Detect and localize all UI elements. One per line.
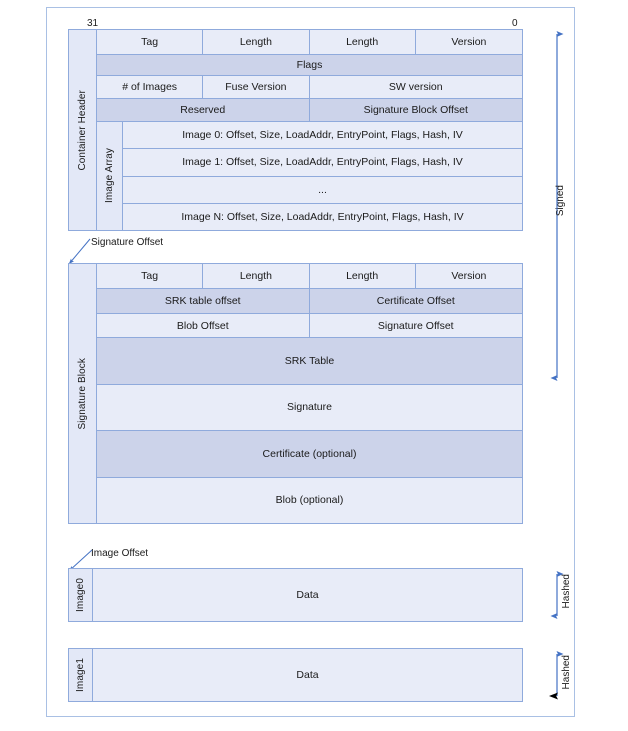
container-header-block: Container Header Tag Length Length Versi… (68, 29, 523, 231)
image0-block: Image0 Data (68, 568, 523, 622)
sig-cell-version: Version (415, 264, 522, 288)
sig-cell-signature-offset: Signature Offset (309, 314, 522, 337)
table-row: Certificate (optional) (97, 431, 522, 478)
image1-block: Image1 Data (68, 648, 523, 702)
cell-fuse-version: Fuse Version (203, 76, 310, 98)
table-row: SRK table offset Certificate Offset (97, 289, 522, 314)
cell-reserved: Reserved (97, 99, 310, 121)
diagram-outer-frame (46, 7, 575, 717)
sig-cell-certificate: Certificate (optional) (97, 431, 522, 477)
image0-side-label: Image0 (69, 569, 93, 621)
signature-offset-leader-line (68, 238, 91, 265)
hashed-image0-dimension-label: Hashed (561, 574, 572, 609)
signed-dimension-arrow (550, 31, 564, 381)
table-row: Reserved Signature Block Offset (97, 99, 522, 121)
image1-side-label-text: Image1 (75, 658, 86, 692)
image-array-rows: Image 0: Offset, Size, LoadAddr, EntryPo… (123, 122, 522, 230)
cell-image-entry-1: Image 1: Offset, Size, LoadAddr, EntryPo… (123, 149, 522, 176)
cell-image-entry-ellipsis: ... (123, 176, 522, 203)
image1-data-cell: Data (93, 649, 522, 701)
hashed-image0-dimension-arrow (550, 571, 564, 619)
hashed-image1-dimension-arrow (549, 651, 564, 700)
table-row: Image N: Offset, Size, LoadAddr, EntryPo… (123, 203, 522, 230)
sig-cell-length-hi: Length (203, 264, 310, 288)
image-offset-callout-label: Image Offset (91, 548, 149, 559)
signature-block-side-label: Signature Block (69, 264, 97, 523)
table-row: Tag Length Length Version (97, 30, 522, 55)
cell-length-hi: Length (203, 30, 310, 54)
image0-rows: Data (93, 569, 522, 621)
sig-cell-length-lo: Length (309, 264, 416, 288)
table-row: Image 0: Offset, Size, LoadAddr, EntryPo… (123, 122, 522, 150)
sig-cell-certificate-offset: Certificate Offset (309, 289, 522, 313)
table-row: Flags (97, 55, 522, 76)
signed-dimension-label: Signed (555, 185, 566, 217)
container-header-rows: Tag Length Length Version Flags # of Ima… (97, 30, 522, 230)
table-row: Blob Offset Signature Offset (97, 314, 522, 338)
cell-image-entry-0: Image 0: Offset, Size, LoadAddr, EntryPo… (123, 122, 522, 149)
sig-cell-srk-table-offset: SRK table offset (97, 289, 310, 313)
cell-image-entry-n: Image N: Offset, Size, LoadAddr, EntryPo… (123, 203, 522, 230)
image-array-side-label: Image Array (97, 122, 123, 230)
image-offset-leader-line (68, 549, 93, 572)
sig-cell-tag: Tag (97, 264, 204, 288)
signature-block-rows: Tag Length Length Version SRK table offs… (97, 264, 522, 523)
cell-num-images: # of Images (97, 76, 204, 98)
image-array-side-label-text: Image Array (104, 148, 115, 204)
container-header-side-label-text: Container Header (77, 89, 88, 171)
table-row: Signature (97, 384, 522, 431)
signature-offset-callout-label: Signature Offset (91, 237, 164, 248)
table-row: Blob (optional) (97, 477, 522, 523)
sig-cell-srk-table: SRK Table (97, 338, 522, 384)
sig-cell-blob-offset: Blob Offset (97, 314, 310, 337)
sig-cell-blob: Blob (optional) (97, 477, 522, 523)
image-array-block: Image Array Image 0: Offset, Size, LoadA… (97, 121, 522, 230)
table-row: # of Images Fuse Version SW version (97, 76, 522, 99)
table-row: Data (93, 569, 522, 621)
image0-data-cell: Data (93, 569, 522, 621)
table-row: SRK Table (97, 338, 522, 385)
cell-length-lo: Length (309, 30, 416, 54)
image1-side-label: Image1 (69, 649, 93, 701)
table-row: Tag Length Length Version (97, 264, 522, 289)
bit-index-msb: 31 (87, 18, 99, 29)
image1-rows: Data (93, 649, 522, 701)
container-header-side-label: Container Header (69, 30, 97, 230)
cell-sw-version: SW version (309, 76, 522, 98)
sig-cell-signature: Signature (97, 384, 522, 430)
cell-tag: Tag (97, 30, 204, 54)
signature-block-side-label-text: Signature Block (77, 357, 88, 430)
bit-index-lsb: 0 (512, 18, 518, 29)
table-row: Data (93, 649, 522, 701)
signature-block: Signature Block Tag Length Length Versio… (68, 263, 523, 524)
image0-side-label-text: Image0 (75, 578, 86, 612)
cell-flags: Flags (97, 55, 522, 75)
cell-signature-block-offset: Signature Block Offset (309, 99, 522, 121)
table-row: Image 1: Offset, Size, LoadAddr, EntryPo… (123, 149, 522, 177)
table-row: ... (123, 176, 522, 204)
hashed-image1-dimension-label: Hashed (561, 655, 572, 690)
cell-version: Version (415, 30, 522, 54)
